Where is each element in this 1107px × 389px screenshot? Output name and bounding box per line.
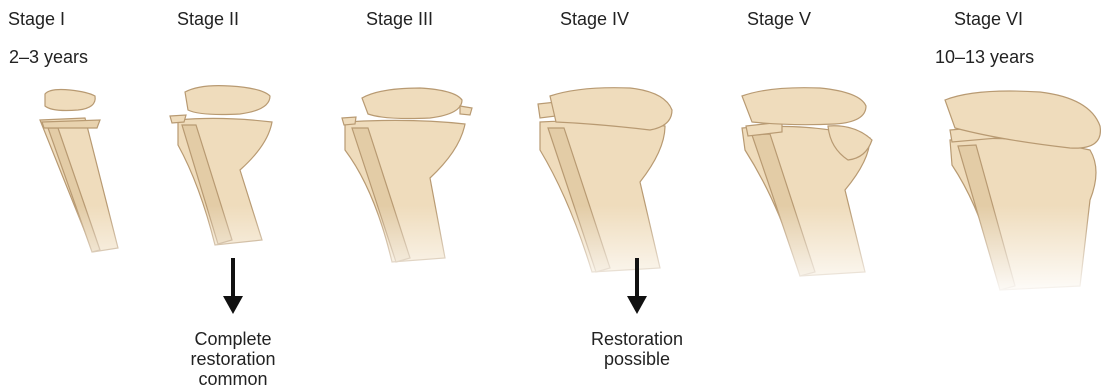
annotation-restoration-possible: Restoration possible <box>571 329 703 369</box>
annotation-complete-restoration: Complete restoration common <box>183 329 283 389</box>
